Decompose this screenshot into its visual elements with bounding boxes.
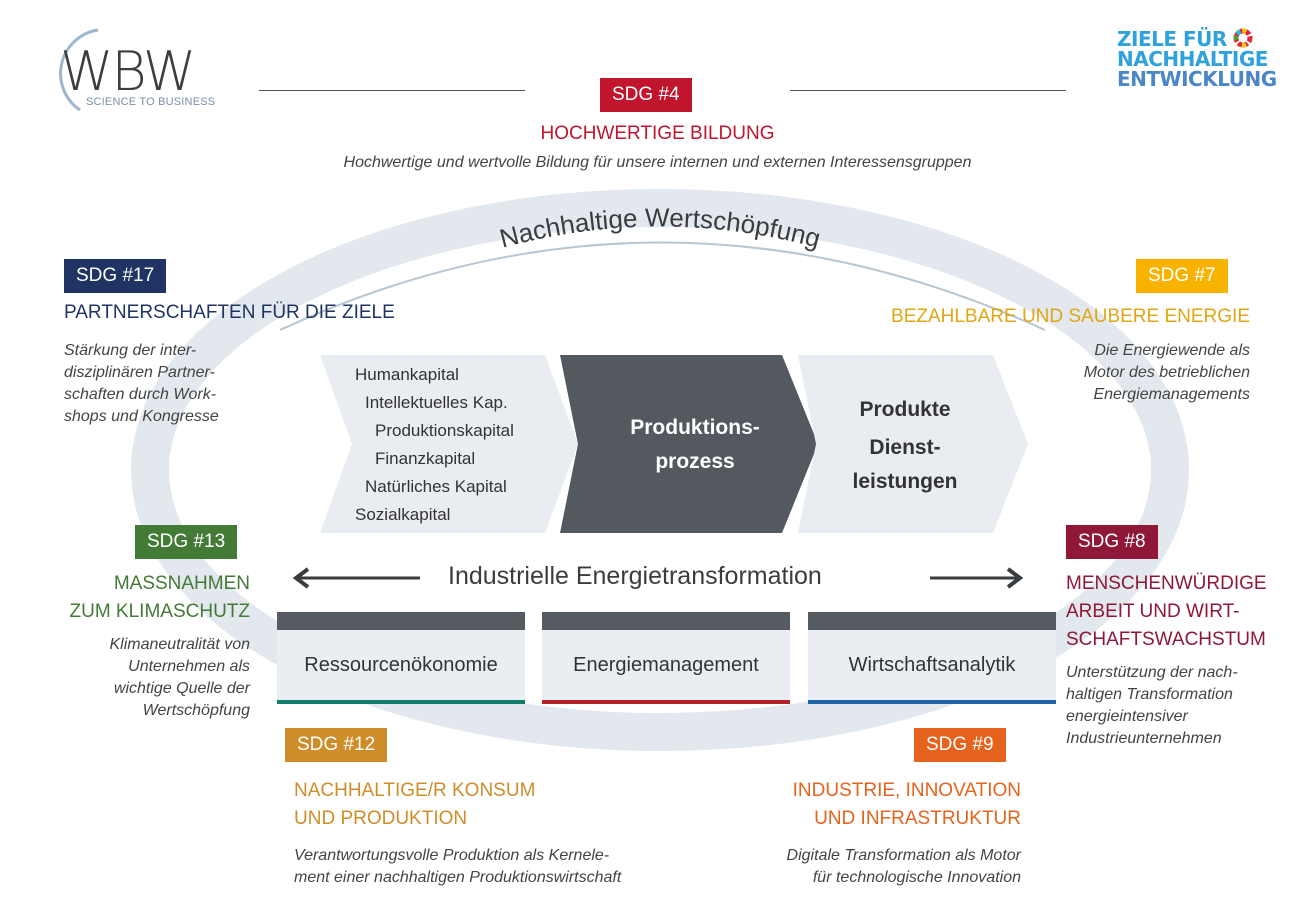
sdg12-title: NACHHALTIGE/R KONSUM UND PRODUKTION	[294, 777, 535, 833]
sdg12-badge: SDG #12	[285, 728, 388, 762]
ring-inner-line	[279, 241, 1046, 331]
arrow-right-icon	[930, 567, 1024, 589]
arrow-left-icon	[292, 567, 420, 589]
capital-list: Humankapital Intellektuelles Kap. Produk…	[355, 361, 514, 529]
sdg4-badge: SDG #4	[600, 78, 692, 112]
area-box-resources: Ressourcenökonomie	[277, 612, 525, 704]
sdg13-desc-line: wichtige Quelle der	[113, 680, 250, 697]
capital-item: Humankapital	[355, 365, 459, 384]
wbw-logo: WBW	[60, 40, 196, 103]
sdg12-title-line: NACHHALTIGE/R KONSUM	[294, 780, 536, 801]
sdg9-desc-line: für technologische Innovation	[812, 869, 1021, 886]
output-item: Produkte	[859, 398, 951, 421]
sdg-logo-line1: ZIELE FÜR	[1117, 27, 1227, 51]
sdg9-desc-line: Digitale Transformation als Motor	[786, 847, 1021, 864]
process-label: Produktions- prozess	[580, 411, 810, 479]
arc-label-text: Nachhaltige Wertschöpfung	[496, 202, 823, 253]
sdg8-desc-line: Industrieunternehmen	[1066, 730, 1222, 747]
sdg8-badge: SDG #8	[1066, 525, 1158, 559]
sdg9-title-line: INDUSTRIE, INNOVATION	[792, 780, 1021, 801]
sdg13-title: MASSNAHMEN ZUM KLIMASCHUTZ	[70, 570, 251, 626]
sdg12-desc-line: ment einer nachhaltigen Produktionswirts…	[294, 869, 622, 886]
sdg8-desc-line: energieintensiver	[1066, 708, 1188, 725]
sdg13-desc-line: Unternehmen als	[128, 658, 250, 675]
divider-right	[790, 90, 1066, 91]
outputs-label: Produkte Dienst- leistungen	[810, 393, 1000, 499]
sdg9-description: Digitale Transformation als Motor für te…	[787, 845, 1021, 889]
sdg13-title-line: MASSNAHMEN	[113, 573, 250, 594]
area-label: Ressourcenökonomie	[304, 654, 498, 676]
area-box-energy: Energiemanagement	[542, 612, 790, 704]
capital-item: Natürliches Kapital	[365, 477, 507, 496]
sdg-logo-line2: NACHHALTIGE	[1117, 47, 1268, 71]
sdg17-desc-line: shops und Kongresse	[64, 408, 219, 425]
area-box-header	[808, 612, 1056, 630]
capital-item: Intellektuelles Kap.	[365, 393, 508, 412]
transformation-label: Industrielle Energietransformation	[448, 562, 822, 590]
inputs-chevron	[320, 355, 578, 533]
output-item: Dienst-	[869, 436, 941, 459]
sdg8-title-line: ARBEIT UND WIRT-	[1066, 601, 1240, 622]
area-box-header	[277, 612, 525, 630]
sdg9-title-line: UND INFRASTRUKTUR	[814, 808, 1021, 829]
process-chevron	[560, 355, 818, 533]
sdg7-title: BEZAHLBARE UND SAUBERE ENERGIE	[891, 306, 1250, 327]
sdg8-title-line: SCHAFTSWACHSTUM	[1066, 629, 1266, 650]
capital-item: Finanzkapital	[375, 449, 476, 468]
sdg8-title-line: MENSCHENWÜRDIGE	[1066, 573, 1267, 594]
sdg8-title: MENSCHENWÜRDIGE ARBEIT UND WIRT- SCHAFTS…	[1066, 570, 1267, 654]
sdg17-title: PARTNERSCHAFTEN FÜR DIE ZIELE	[64, 302, 395, 323]
area-label: Energiemanagement	[573, 654, 759, 676]
sdg17-desc-line: schaften durch Work-	[64, 386, 217, 403]
sdg4-title: HOCHWERTIGE BILDUNG	[540, 123, 775, 144]
sdg-color-wheel-icon	[1233, 28, 1253, 48]
sdg8-description: Unterstützung der nach- haltigen Transfo…	[1066, 662, 1238, 750]
wbw-tagline: SCIENCE TO BUSINESS	[86, 96, 216, 108]
sdg13-badge: SDG #13	[135, 525, 238, 559]
wbw-logo-arc-icon	[59, 28, 99, 112]
divider-left	[259, 90, 525, 91]
sdg7-badge: SDG #7	[1136, 259, 1228, 293]
capital-item: Produktionskapital	[375, 421, 514, 440]
area-box-economics: Wirtschaftsanalytik	[808, 612, 1056, 704]
area-label: Wirtschaftsanalytik	[848, 654, 1016, 676]
sdg17-badge: SDG #17	[64, 259, 167, 293]
sdg17-desc-line: disziplinären Partner-	[64, 364, 215, 381]
sdg-logo: ZIELE FÜR NACHHALTIGE ENTWICKLUNG	[1117, 28, 1277, 89]
area-accent-bar	[808, 700, 1056, 704]
output-item: leistungen	[852, 470, 958, 493]
sdg12-desc-line: Verantwortungsvolle Produktion als Kerne…	[294, 847, 610, 864]
outputs-chevron	[798, 355, 1028, 533]
sdg13-desc-line: Wertschöpfung	[142, 702, 250, 719]
sdg9-title: INDUSTRIE, INNOVATION UND INFRASTRUKTUR	[793, 777, 1021, 833]
area-box-header	[542, 612, 790, 630]
arc-label: Nachhaltige Wertschöpfung	[496, 202, 823, 253]
sdg4-description: Hochwertige und wertvolle Bildung für un…	[343, 154, 972, 171]
sdg7-desc-line: Die Energiewende als	[1094, 342, 1250, 359]
process-label-line: Produktions-	[630, 416, 760, 439]
sdg12-description: Verantwortungsvolle Produktion als Kerne…	[294, 845, 621, 889]
area-accent-bar	[277, 700, 525, 704]
sdg7-description: Die Energiewende als Motor des betriebli…	[1084, 340, 1250, 406]
svg-text:Nachhaltige Wertschöpfung: Nachhaltige Wertschöpfung	[496, 202, 823, 253]
sdg8-desc-line: haltigen Transformation	[1066, 686, 1233, 703]
sdg13-desc-line: Klimaneutralität von	[109, 636, 250, 653]
sdg-logo-line3: ENTWICKLUNG	[1117, 67, 1277, 91]
sdg9-badge: SDG #9	[914, 728, 1006, 762]
sdg12-title-line: UND PRODUKTION	[294, 808, 468, 829]
area-accent-bar	[542, 700, 790, 704]
sdg17-description: Stärkung der inter- disziplinären Partne…	[64, 340, 219, 428]
capital-item: Sozialkapital	[355, 505, 451, 524]
sdg17-desc-line: Stärkung der inter-	[64, 342, 197, 359]
process-label-line: prozess	[655, 450, 735, 473]
sdg8-desc-line: Unterstützung der nach-	[1066, 664, 1238, 681]
sdg13-description: Klimaneutralität von Unternehmen als wic…	[109, 634, 250, 722]
sdg13-title-line: ZUM KLIMASCHUTZ	[69, 601, 251, 622]
sdg7-desc-line: Motor des betrieblichen	[1083, 364, 1250, 381]
sdg7-desc-line: Energiemanagements	[1093, 386, 1250, 403]
